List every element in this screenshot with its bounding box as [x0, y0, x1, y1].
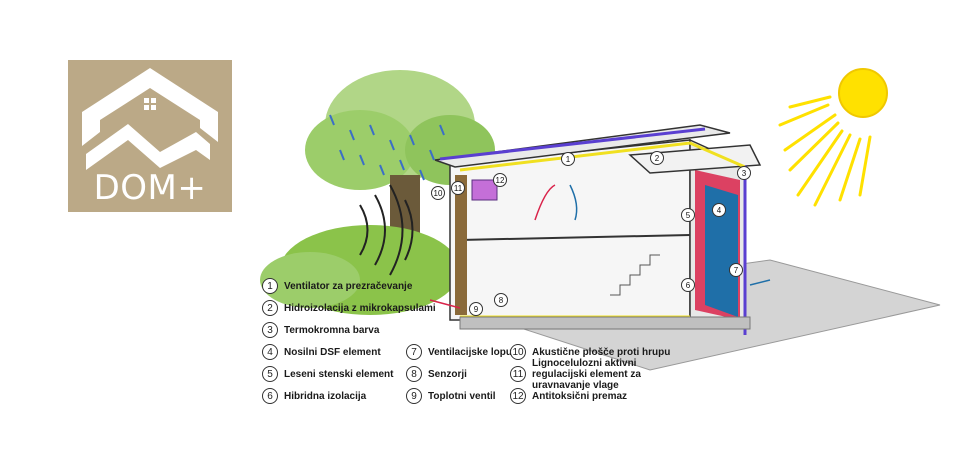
legend-label: Leseni stenski element — [284, 368, 394, 380]
callout-2: 2 — [650, 151, 664, 165]
sun-icon — [778, 68, 888, 207]
legend-label: Toplotni ventil — [428, 390, 496, 402]
legend-item-6: 6 Hibridna izolacija — [262, 387, 366, 405]
callout-9: 9 — [469, 302, 483, 316]
callout-6: 6 — [681, 278, 695, 292]
legend-label: Senzorji — [428, 368, 467, 380]
legend-label: Akustične plošče proti hrupu — [532, 346, 671, 358]
tree-icon — [260, 70, 495, 315]
legend-item-11: 11 Lignocelulozni aktivni regulacijski e… — [510, 358, 692, 391]
logo-text: DOM+ — [93, 168, 207, 208]
legend-item-7: 7 Ventilacijske lopute — [406, 343, 521, 361]
dom-plus-logo: DOM+ — [68, 60, 232, 212]
legend-item-8: 8 Senzorji — [406, 365, 467, 383]
callout-11: 11 — [451, 181, 465, 195]
legend-label: Hidroizolacija z mikrokapsulami — [284, 302, 436, 314]
house-illustration — [260, 68, 941, 371]
legend-label: Nosilni DSF element — [284, 346, 381, 358]
callout-3: 3 — [737, 166, 751, 180]
callout-12: 12 — [493, 173, 507, 187]
callout-8: 8 — [494, 293, 508, 307]
legend-item-12: 12 Antitoksični premaz — [510, 387, 627, 405]
callout-1: 1 — [561, 152, 575, 166]
legend-item-1: 1 Ventilator za prezračevanje — [262, 277, 412, 295]
house-roof-icon — [82, 68, 218, 170]
legend-item-4: 4 Nosilni DSF element — [262, 343, 381, 361]
legend-label: Ventilator za prezračevanje — [284, 280, 413, 292]
legend-item-9: 9 Toplotni ventil — [406, 387, 496, 405]
legend-label: Lignocelulozni aktivni regulacijski elem… — [532, 357, 641, 391]
legend-item-5: 5 Leseni stenski element — [262, 365, 394, 383]
rain-icon — [329, 114, 445, 181]
legend-item-3: 3 Termokromna barva — [262, 321, 379, 339]
legend-label: Termokromna barva — [284, 324, 380, 336]
sound-waves-icon — [359, 184, 414, 276]
legend-item-10: 10 Akustične plošče proti hrupu — [510, 343, 670, 361]
legend-item-2: 2 Hidroizolacija z mikrokapsulami — [262, 299, 436, 317]
legend-label: Ventilacijske lopute — [428, 346, 521, 358]
callout-4: 4 — [712, 203, 726, 217]
callout-5: 5 — [681, 208, 695, 222]
callout-7: 7 — [729, 263, 743, 277]
legend-label: Hibridna izolacija — [284, 390, 367, 402]
callout-10: 10 — [431, 186, 445, 200]
legend-label: Antitoksični premaz — [532, 390, 628, 402]
